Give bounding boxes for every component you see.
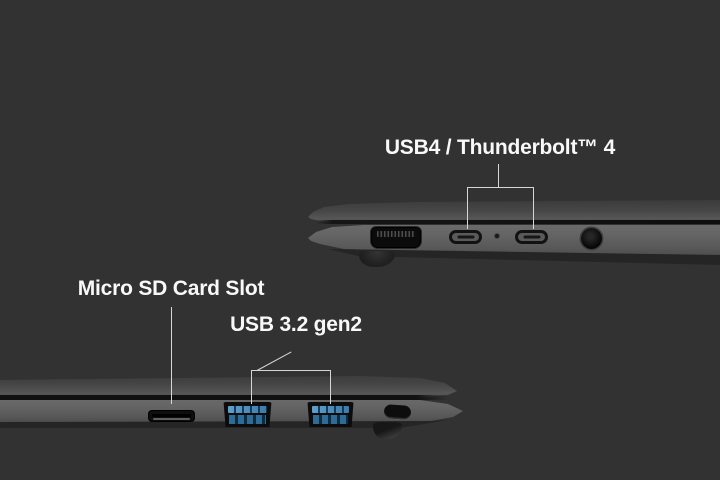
usb-c-slit (523, 235, 540, 239)
usb32-bracket-line (251, 370, 331, 371)
usb-a-pins (313, 415, 348, 424)
hdmi-pins (377, 231, 415, 237)
usb32-left-drop-line (251, 370, 252, 404)
usb4-label: USB4 / Thunderbolt™ 4 (384, 136, 616, 159)
usb32-right-drop-line (330, 370, 331, 404)
usb32-label: USB 3.2 gen2 (230, 313, 362, 336)
usb-a-port-2-icon (307, 402, 354, 427)
led-indicator-icon (495, 234, 499, 238)
laptop-top-rubber-foot (359, 251, 395, 267)
micro-sd-slit (152, 414, 191, 417)
usb4-stem-line (498, 164, 499, 187)
micro-sd-glint (153, 418, 190, 420)
usb-a-pins (229, 415, 266, 424)
micro-sd-slot-icon (149, 411, 194, 421)
micro-sd-drop-line (171, 307, 172, 404)
laptop-bottom-rubber-foot (373, 422, 402, 439)
usb4-right-drop-line (533, 187, 534, 229)
laptop-bottom-lid (0, 376, 457, 399)
usb-c-port-2-icon (515, 230, 548, 244)
micro-sd-label: Micro SD Card Slot (77, 277, 265, 300)
laptop-top-hinge-seam (316, 220, 720, 224)
laptop-bottom-hinge-seam (0, 395, 448, 400)
usb-a-tongue (312, 406, 349, 413)
usb-c-port-1-icon (449, 230, 482, 244)
headphone-jack-icon (581, 228, 602, 249)
laptop-bottom-underside (0, 420, 448, 428)
usb-a-tongue (228, 406, 267, 413)
usb4-left-drop-line (467, 187, 468, 229)
hdmi-port-icon (371, 227, 421, 248)
usb-c-slit (457, 235, 474, 239)
usb-a-port-1-icon (223, 402, 272, 427)
security-lock-slot-icon (383, 404, 412, 420)
usb4-bracket-line (467, 187, 534, 188)
laptop-top-lid (308, 200, 720, 223)
usb32-diagonal-line (256, 351, 292, 371)
